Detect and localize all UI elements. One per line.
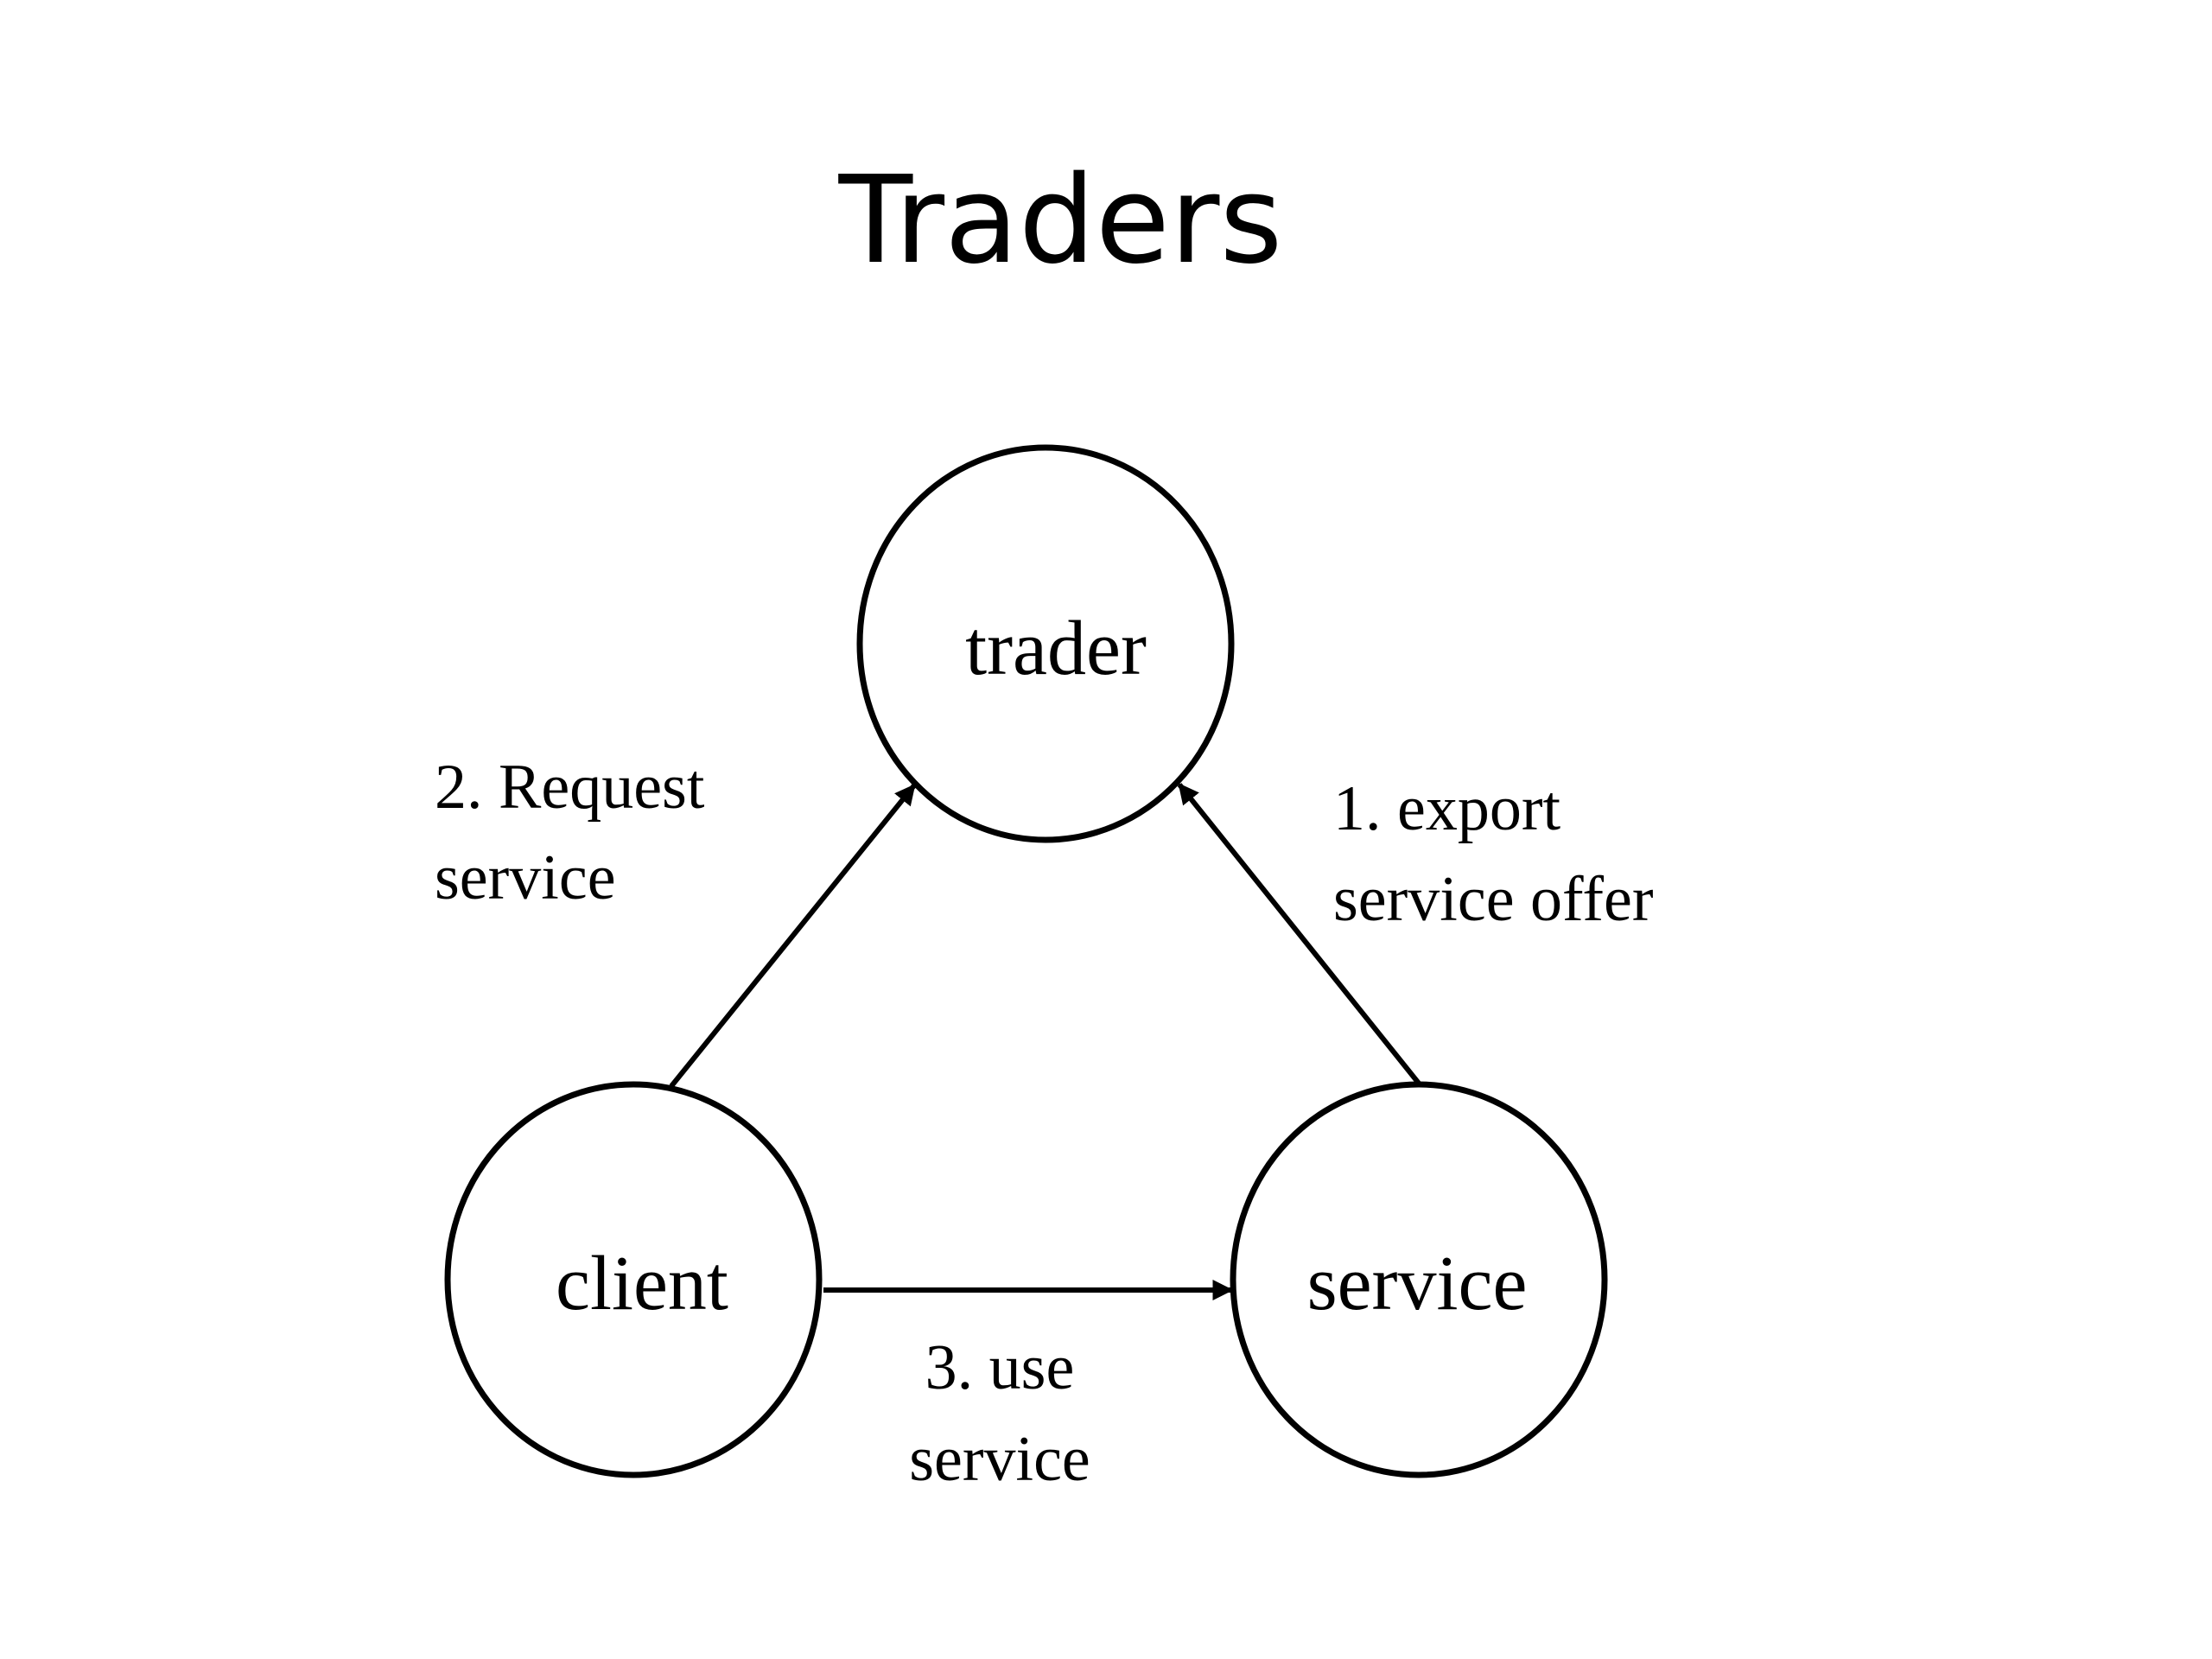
- edge-export-arrow: [1177, 783, 1422, 1086]
- slide-title: Traders: [838, 150, 1283, 291]
- edge-export-label-line-2: service offer: [1333, 864, 1653, 935]
- node-trader: trader: [856, 444, 1235, 843]
- edge-use-label-line-1: 3. use: [925, 1332, 1075, 1403]
- node-client: client: [444, 1081, 823, 1478]
- node-service-circle: [1230, 1081, 1608, 1478]
- node-service-label: service: [1307, 1241, 1528, 1326]
- edge-use-label: 3. use service: [909, 1332, 1090, 1495]
- node-trader-label: trader: [965, 606, 1147, 691]
- edge-request-label-line-2: service: [435, 842, 616, 913]
- node-trader-circle: [856, 444, 1235, 843]
- edge-request-arrow: [669, 784, 917, 1088]
- node-service: service: [1230, 1081, 1608, 1478]
- node-client-label: client: [556, 1241, 728, 1326]
- edge-use-label-line-2: service: [909, 1424, 1090, 1495]
- node-client-circle: [444, 1081, 823, 1478]
- edge-export-label-line-1: 1. export: [1333, 773, 1560, 844]
- edge-export-label: 1. export service offer: [1333, 773, 1653, 935]
- edge-request-label: 2. Request service: [435, 752, 705, 913]
- edge-request-label-line-1: 2. Request: [435, 752, 705, 823]
